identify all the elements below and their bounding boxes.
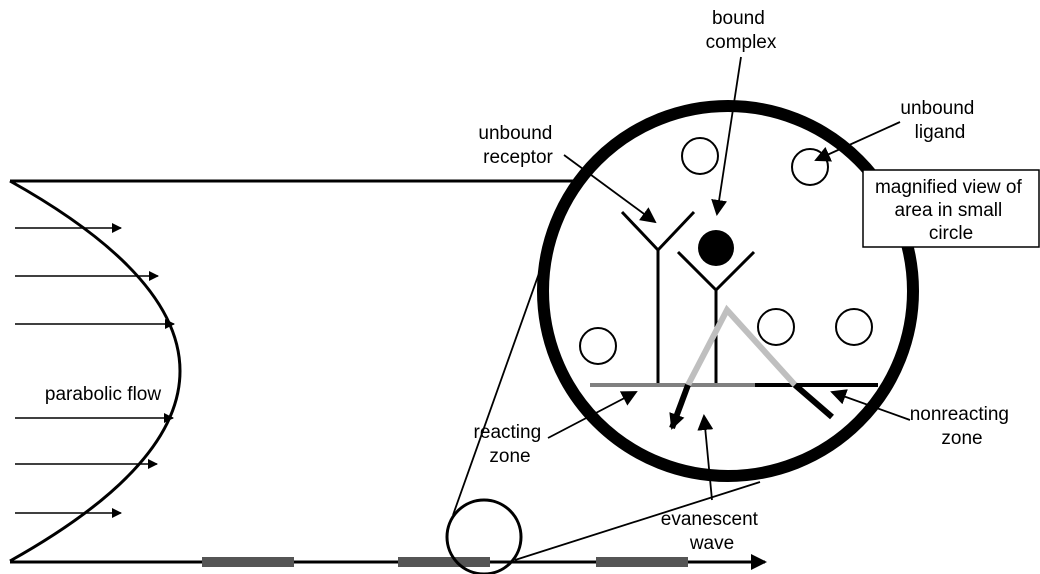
parabolic-profile-curve <box>10 181 180 561</box>
evanescent-wave-label: evanescent wave <box>661 509 763 554</box>
sensor-strip <box>202 557 294 567</box>
magnified-circle <box>543 106 913 476</box>
bound-ligand <box>698 230 734 266</box>
unbound-receptor-label: unbound receptor <box>478 123 557 168</box>
reacting-zone-label: reacting zone <box>474 422 547 467</box>
unbound-ligand-label: unbound ligand <box>900 98 979 143</box>
zoom-connector-line <box>453 248 548 515</box>
parabolic-flow-label: parabolic flow <box>45 384 161 405</box>
nonreacting-zone-label: nonreacting zone <box>910 404 1015 449</box>
sensor-strip <box>398 557 490 567</box>
flow-arrows <box>15 228 174 513</box>
bound-complex-label: bound complex <box>706 8 777 53</box>
sensor-strip <box>596 557 688 567</box>
